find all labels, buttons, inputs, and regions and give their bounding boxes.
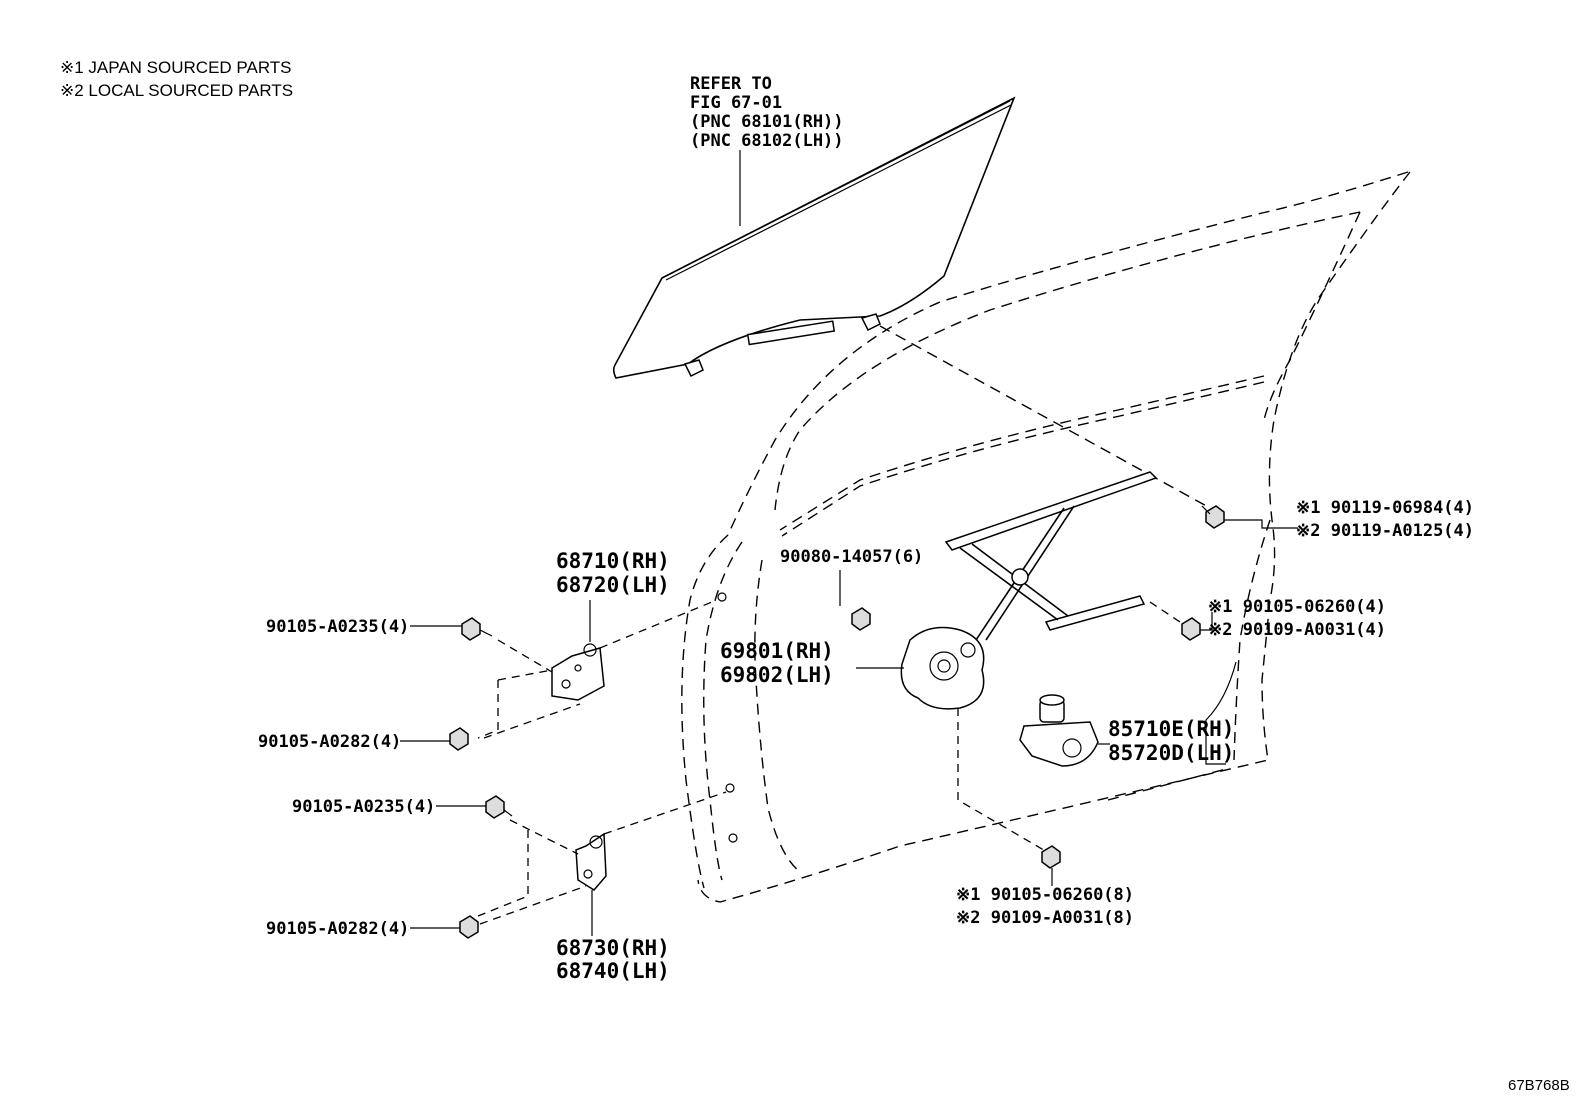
label-bolt-top-local: ※2 90119-A0125(4): [1296, 521, 1474, 541]
clip-part: [851, 607, 871, 631]
guide-upper-hinge-bolt-b: [477, 680, 499, 739]
label-bolt-a: 90105-A0235(4): [266, 617, 409, 637]
bolt-left-d: [459, 915, 479, 939]
lower-hinge: [575, 832, 607, 891]
regulator-rail-top: [944, 471, 1158, 551]
label-bolt-top-japan: ※1 90119-06984(4): [1296, 498, 1474, 518]
label-bolt-low-local: ※2 90109-A0031(8): [956, 908, 1134, 928]
label-bolt-c: 90105-A0235(4): [292, 797, 435, 817]
label-lower-hinge-lh: 68740(LH): [556, 959, 670, 983]
regulator-motor-housing: [900, 626, 985, 710]
guide-bolt-mid: [1149, 601, 1181, 623]
bolt-top-leader: [1224, 519, 1298, 529]
bolt-mid-leader: [1200, 612, 1213, 631]
regulator-rail-bottom: [1044, 595, 1146, 631]
label-bolt-b: 90105-A0282(4): [258, 732, 401, 752]
refer-line-1: REFER TO: [690, 74, 772, 94]
bolt-left-b: [449, 727, 469, 751]
label-bolt-mid-local: ※2 90109-A0031(4): [1208, 620, 1386, 640]
power-window-motor: [1019, 694, 1099, 767]
motor-link: [1205, 661, 1237, 765]
bolt-left-c: [485, 795, 513, 819]
bolt-top-right: [1201, 505, 1225, 529]
label-upper-hinge-lh: 68720(LH): [556, 573, 670, 597]
refer-line-3: (PNC 68101(RH)): [690, 112, 844, 132]
door-outline: [681, 171, 1411, 903]
bolt-mid-right: [1181, 617, 1201, 641]
label-motor-rh: 85710E(RH): [1108, 717, 1234, 741]
guide-upper-hinge-bolt-a: [497, 639, 553, 673]
label-bolt-d: 90105-A0282(4): [266, 919, 409, 939]
bolt-left-a: [461, 617, 493, 641]
glass-bracket-front: [860, 313, 881, 332]
legend-japan-sourced: ※1 JAPAN SOURCED PARTS: [60, 58, 292, 77]
refer-line-4: (PNC 68102(LH)): [690, 131, 844, 151]
guide-lower-hinge-bottom: [479, 885, 587, 925]
guide-lower-hinge-bolt-b: [477, 830, 529, 917]
glass-channel: [746, 320, 836, 346]
guide-upper-hinge-door: [599, 601, 713, 649]
label-clip: 90080-14057(6): [780, 547, 923, 567]
window-regulator: [900, 471, 1158, 710]
label-bolt-mid-japan: ※1 90105-06260(4): [1208, 597, 1386, 617]
door-glass: [612, 96, 1016, 379]
upper-hinge: [551, 643, 605, 701]
guide-upper-hinge-bottom: [483, 703, 581, 739]
regulator-pivot: [1011, 568, 1029, 586]
label-bolt-low-japan: ※1 90105-06260(8): [956, 885, 1134, 905]
guide-lower-hinge-bolt-a: [509, 819, 579, 855]
label-regulator-lh: 69802(LH): [720, 663, 834, 687]
label-motor-lh: 85720D(LH): [1108, 741, 1234, 765]
label-upper-hinge-rh: 68710(RH): [556, 549, 670, 573]
glass-bracket-rear: [683, 359, 704, 378]
label-lower-hinge-rh: 68730(RH): [556, 936, 670, 960]
label-regulator-rh: 69801(RH): [720, 639, 834, 663]
bolt-bottom-right: [1041, 845, 1061, 869]
refer-line-2: FIG 67-01: [690, 93, 782, 113]
diagram-code: 67B768B: [1508, 1077, 1570, 1094]
guide-upper-hinge-box: [497, 669, 553, 681]
guide-regulator-bolt: [957, 708, 1055, 857]
guide-glass-bolt: [879, 325, 1211, 509]
legend-local-sourced: ※2 LOCAL SOURCED PARTS: [60, 81, 293, 100]
guide-lower-hinge-door: [603, 791, 727, 835]
